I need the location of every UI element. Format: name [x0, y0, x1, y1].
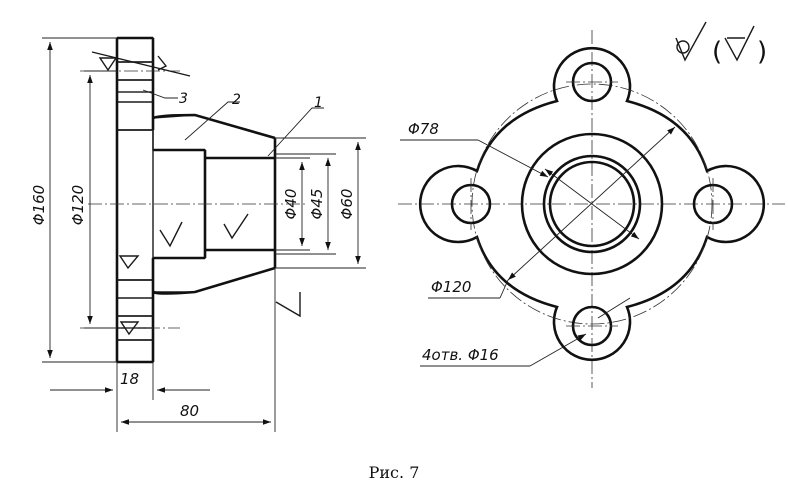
leader-lines — [142, 89, 324, 157]
dim-flange-thickness: 18 — [50, 362, 210, 400]
roughness-check-icon — [675, 21, 707, 62]
dim-plan-bolt-circle: Φ120 — [428, 126, 676, 299]
roughness-marks — [91, 51, 301, 336]
figure-caption: Рис. 7 — [369, 463, 420, 482]
dim-holes-callout-label: 4отв. Φ16 — [422, 346, 499, 364]
roughness-open-paren: ( — [712, 37, 722, 67]
dim-hub-diameter: Φ78 — [400, 120, 640, 240]
leader-label-1: 1 — [314, 95, 323, 111]
bolt-circle-line — [471, 83, 713, 325]
dim-hub-diameter-label: Φ78 — [408, 120, 439, 138]
dim-bolt-circle-label: Φ120 — [69, 185, 87, 225]
roughness-triangle-icon — [724, 25, 755, 62]
dim-bore-small-label: Φ40 — [282, 189, 300, 220]
roughness-close-paren: ) — [757, 37, 767, 67]
dim-bores: Φ40 Φ45 Φ60 — [275, 137, 366, 269]
leader-label-2: 2 — [232, 92, 241, 108]
roughness-note: ( ) — [675, 21, 767, 67]
dim-bolt-circle: Φ120 — [69, 70, 117, 329]
dim-holes-callout: 4отв. Φ16 — [420, 297, 631, 367]
leader-label-3: 3 — [179, 91, 188, 107]
flange-contour — [418, 46, 766, 362]
section-hatching — [116, 37, 276, 363]
section-view: 3 2 1 Φ160 Φ120 Φ40 Φ45 — [30, 36, 366, 432]
dim-flange-thickness-label: 18 — [120, 370, 139, 388]
roughness-circle-icon — [676, 40, 690, 54]
dim-flange-diameter: Φ160 — [30, 37, 117, 363]
section-outline — [115, 36, 277, 364]
dim-hub-outer-label: Φ60 — [338, 189, 356, 220]
dim-flange-diameter-label: Φ160 — [30, 185, 48, 225]
dim-plan-bolt-circle-label: Φ120 — [431, 278, 471, 296]
dim-overall-length: 80 — [116, 268, 276, 432]
plan-view: Φ78 Φ120 4отв. Φ16 — [398, 30, 785, 388]
dim-bore-mid-label: Φ45 — [308, 189, 326, 220]
dim-overall-length-label: 80 — [180, 402, 199, 420]
